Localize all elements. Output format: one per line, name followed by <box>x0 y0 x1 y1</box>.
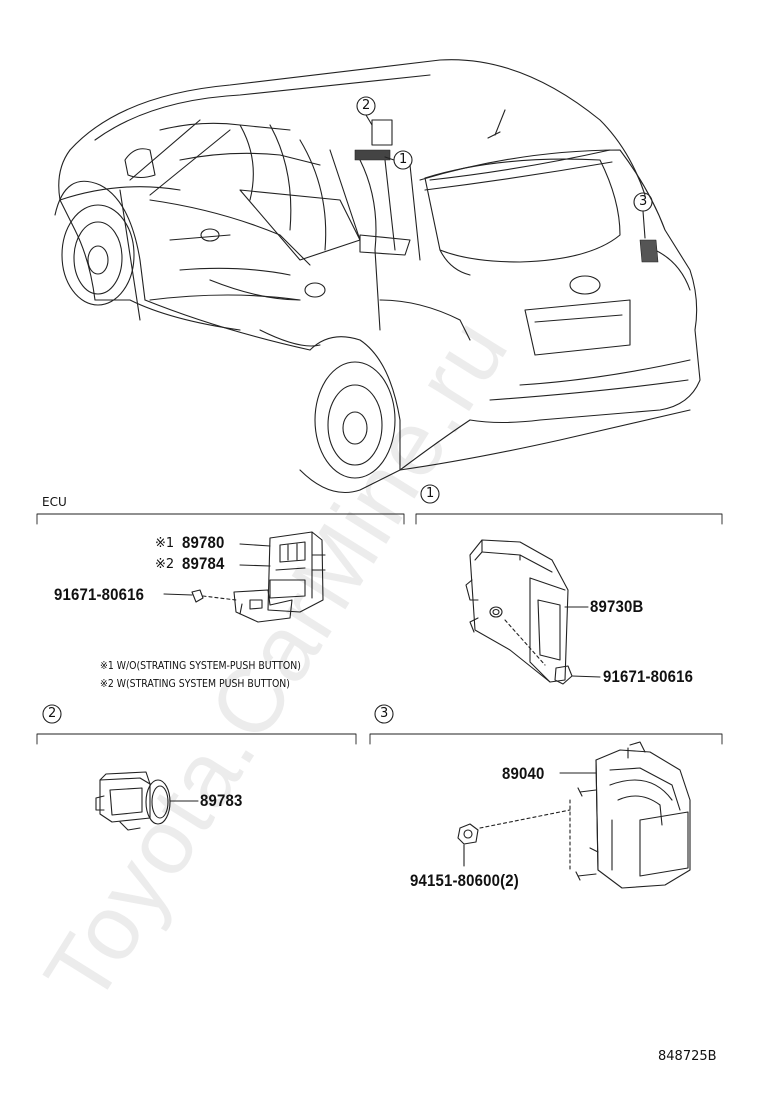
ecu-part-2-mark: ※2 <box>155 557 175 572</box>
ecu-note-2: ※2 W(STRATING SYSTEM PUSH BUTTON) <box>100 677 290 690</box>
ecu-box-drawing <box>465 539 601 685</box>
car-callouts <box>356 96 653 239</box>
car-callout-3: 3 <box>639 194 648 209</box>
push-button-switch-drawing <box>95 771 199 831</box>
section-marker-2: 2 <box>48 706 57 721</box>
section-3-part-number: 89040 <box>502 764 545 783</box>
ecu-bracket-drawing <box>163 531 326 623</box>
section-marker-3: 3 <box>380 706 389 721</box>
buzzer-drawing <box>457 741 691 889</box>
section-1-bolt-number: 91671-80616 <box>603 667 694 686</box>
section-marker-circles <box>42 484 440 724</box>
section-brackets <box>36 513 723 745</box>
car-callout-2: 2 <box>362 98 371 113</box>
car-callout-1: 1 <box>399 152 408 167</box>
ecu-bolt-number: 91671-80616 <box>54 585 145 604</box>
ecu-part-1-mark: ※1 <box>155 536 175 551</box>
section-1-ecu-number: 89730B <box>590 597 644 616</box>
section-marker-1: 1 <box>426 486 435 501</box>
section-title-ecu: ECU <box>42 495 67 509</box>
car-illustration <box>54 59 701 494</box>
ecu-part-2-number: 89784 <box>182 554 225 573</box>
section-3-nut-number: 94151-80600(2) <box>410 871 519 890</box>
ecu-part-1-number: 89780 <box>182 533 225 552</box>
ecu-note-1: ※1 W/O(STRATING SYSTEM-PUSH BUTTON) <box>100 659 301 672</box>
section-2-part-number: 89783 <box>200 791 243 810</box>
diagram-code: 848725B <box>658 1049 717 1064</box>
